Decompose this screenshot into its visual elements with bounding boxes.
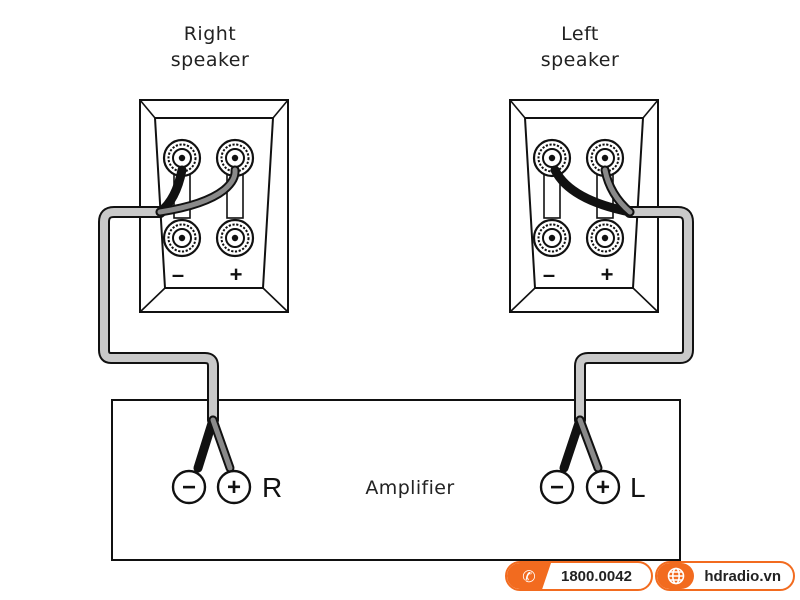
phone-badge[interactable]: ✆ 1800.0042: [505, 561, 653, 591]
globe-icon: [657, 563, 695, 589]
left-speaker-label-line2: speaker: [541, 49, 620, 71]
amp-left-minus-terminal: −: [539, 469, 575, 505]
svg-text:−: −: [182, 474, 196, 501]
website-badge[interactable]: hdradio.vn: [655, 561, 795, 591]
amp-left-plus-terminal: +: [585, 469, 621, 505]
amp-right-channel-letter: R: [262, 472, 282, 503]
svg-text:+: +: [596, 474, 610, 501]
left-speaker-plus-sign: +: [601, 262, 614, 287]
amp-right-minus-terminal: −: [171, 469, 207, 505]
phone-number: 1800.0042: [561, 567, 632, 585]
right-speaker-plus-sign: +: [230, 262, 243, 287]
right-speaker-minus-sign: –: [172, 262, 184, 287]
website-url: hdradio.vn: [704, 567, 781, 585]
amp-left-channel-letter: L: [630, 472, 646, 503]
svg-text:−: −: [550, 474, 564, 501]
right-speaker-cable: [98, 165, 240, 473]
phone-icon: ✆: [507, 563, 551, 589]
right-speaker-label-line2: speaker: [171, 49, 250, 71]
amp-right-plus-terminal: +: [216, 469, 252, 505]
right-speaker-label-line1: Right: [184, 23, 237, 45]
amplifier-label: Amplifier: [365, 477, 454, 499]
left-speaker-cable: [550, 165, 694, 473]
left-speaker-label-line1: Left: [561, 23, 599, 45]
svg-text:+: +: [227, 474, 241, 501]
left-speaker-minus-sign: –: [543, 262, 555, 287]
